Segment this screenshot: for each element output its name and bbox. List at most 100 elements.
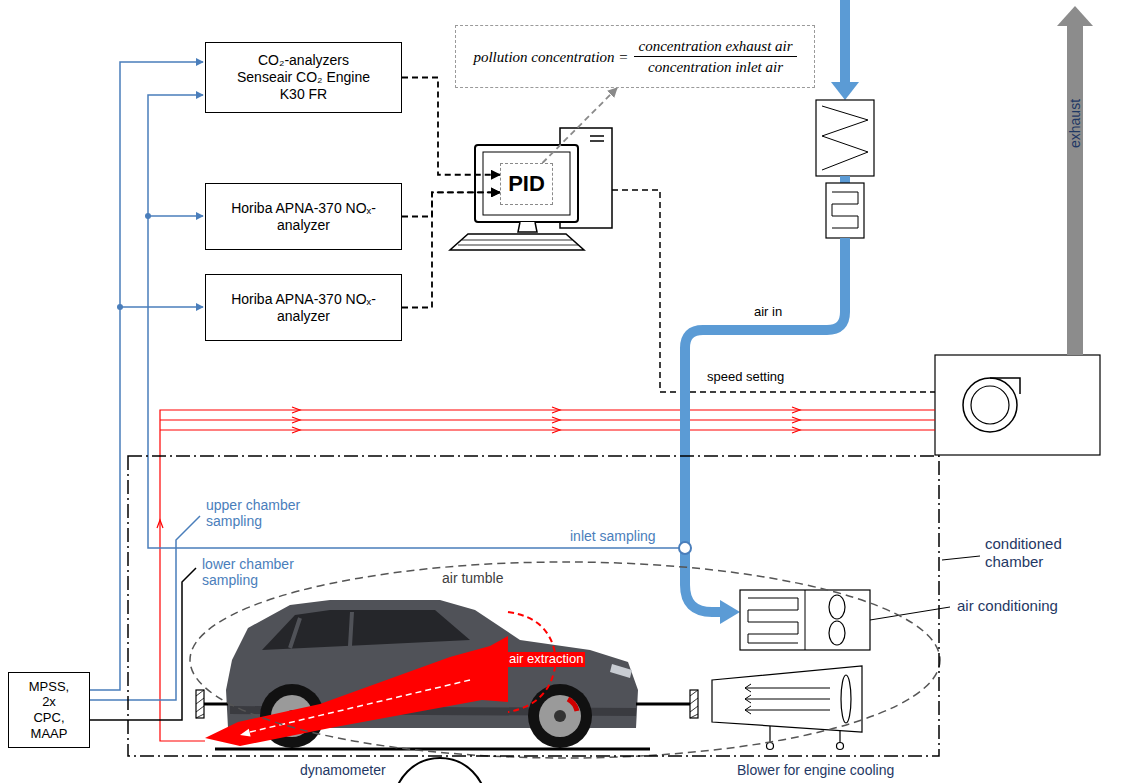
exhaust-duct (1057, 6, 1093, 355)
computer-icon (450, 234, 584, 250)
analyzer-name: Horiba APNA-370 NOₓ-analyzer (231, 200, 376, 234)
fixing-anchor (690, 690, 698, 718)
exhaust-flow (205, 636, 508, 746)
exhaust-flow (250, 680, 470, 732)
inlet-duct (840, 0, 850, 84)
exhaust-line (292, 407, 800, 413)
sampling-line (117, 304, 123, 310)
sampling-line (148, 95, 679, 548)
exhaust-fan (963, 378, 1017, 432)
analyzer-name: Horiba APNA-370 NOₓ-analyzer (231, 291, 376, 325)
analyzer-box: Horiba APNA-370 NOₓ-analyzer (205, 183, 402, 250)
inlet-duct (685, 238, 845, 612)
flow-label: air in (752, 305, 784, 320)
exhaust-duct (1067, 24, 1083, 355)
leader-line (870, 607, 950, 620)
sampling-line (88, 516, 200, 700)
dynamometer-plate (215, 748, 650, 751)
computer-icon (458, 240, 578, 245)
vehicle (610, 664, 632, 678)
inlet-duct (720, 600, 740, 624)
sampling-label: inlet sampling (568, 528, 658, 544)
cooling-blower (767, 743, 774, 750)
vehicle (290, 612, 352, 648)
signal-connector (542, 88, 617, 163)
inlet-duct (832, 192, 858, 228)
duct-label: exhaust (1067, 97, 1083, 150)
instrument-name: MPSS, 2x CPC, MAAP (27, 679, 71, 741)
exhaust-line (292, 417, 800, 423)
signal-connector (402, 78, 500, 175)
exhaust-flow (205, 612, 556, 746)
formula-term: concentration exhaust air (634, 36, 796, 57)
sampling-line (88, 62, 679, 720)
flow-label: air extraction (507, 652, 585, 667)
fixing-anchor (636, 703, 690, 706)
exhaust-fan (935, 355, 1100, 455)
sampling-point (679, 542, 691, 554)
part-label: dynamometer (298, 762, 388, 778)
inlet-duct (822, 106, 868, 170)
sampling-line (88, 568, 196, 720)
computer-icon (518, 222, 537, 232)
inlet-duct (840, 176, 850, 183)
formula-box: pollution concentration = concentration e… (455, 25, 815, 88)
sampling-label: lower chamber sampling (200, 556, 304, 588)
instrument-box: MPSS, 2x CPC, MAAP (8, 672, 90, 748)
vehicle (539, 695, 581, 737)
cooling-blower (837, 743, 844, 750)
formula-term: concentration inlet air (634, 57, 796, 77)
air-tumble-path (190, 562, 940, 758)
vehicle (262, 610, 470, 650)
cooling-blower (712, 666, 862, 750)
computer-icon (483, 152, 570, 215)
air-conditioning-unit (829, 595, 845, 619)
exhaust-duct (1057, 6, 1093, 26)
exhaust-line (157, 520, 163, 528)
part-label: Blower for engine cooling (735, 762, 896, 778)
fixing-anchor (196, 690, 204, 718)
inlet-duct (826, 183, 864, 238)
dynamometer-roller (394, 758, 486, 783)
sampling-line (145, 213, 151, 219)
fixing-anchor (196, 690, 698, 718)
exhaust-line (292, 427, 800, 433)
inlet-duct (816, 100, 874, 176)
signal-connector (402, 192, 500, 307)
controller-box: PID (500, 163, 553, 205)
fraction: concentration exhaust airconcentration i… (634, 36, 796, 77)
formula-term: pollution concentration = (473, 48, 628, 66)
sampling-line (120, 306, 203, 308)
vehicle (568, 699, 577, 711)
part-label: air conditioning (955, 597, 1060, 614)
cooling-blower (841, 675, 851, 723)
sampling-label: upper chamber sampling (204, 497, 308, 529)
inlet-duct (685, 0, 874, 624)
exhaust-line (160, 419, 935, 420)
computer-icon (475, 145, 578, 222)
chamber-outline (128, 456, 939, 756)
cooling-blower (745, 688, 830, 710)
signal-line (612, 190, 935, 392)
inlet-duct (831, 82, 859, 100)
exhaust-fan (990, 378, 1020, 394)
fixing-anchor (690, 690, 698, 718)
exhaust-flow (240, 729, 251, 737)
exhaust-line (160, 429, 935, 430)
air-conditioning-unit (748, 598, 798, 643)
analyzer-name: CO₂-analyzers Senseair CO₂ Engine K30 FR (231, 52, 376, 102)
cooling-blower (745, 684, 751, 714)
sampling-line (88, 62, 203, 690)
computer-icon (590, 136, 604, 141)
exhaust-fan (971, 386, 1009, 424)
fixing-anchor (196, 690, 204, 718)
fixing-anchor (204, 703, 228, 706)
signal-connector (402, 192, 500, 216)
exhaust-fan (935, 355, 1100, 455)
analyzer-box: Horiba APNA-370 NOₓ-analyzer (205, 274, 402, 341)
vehicle (554, 710, 566, 722)
chamber-name: conditioned chamber (985, 535, 1062, 571)
computer-icon (450, 128, 612, 250)
